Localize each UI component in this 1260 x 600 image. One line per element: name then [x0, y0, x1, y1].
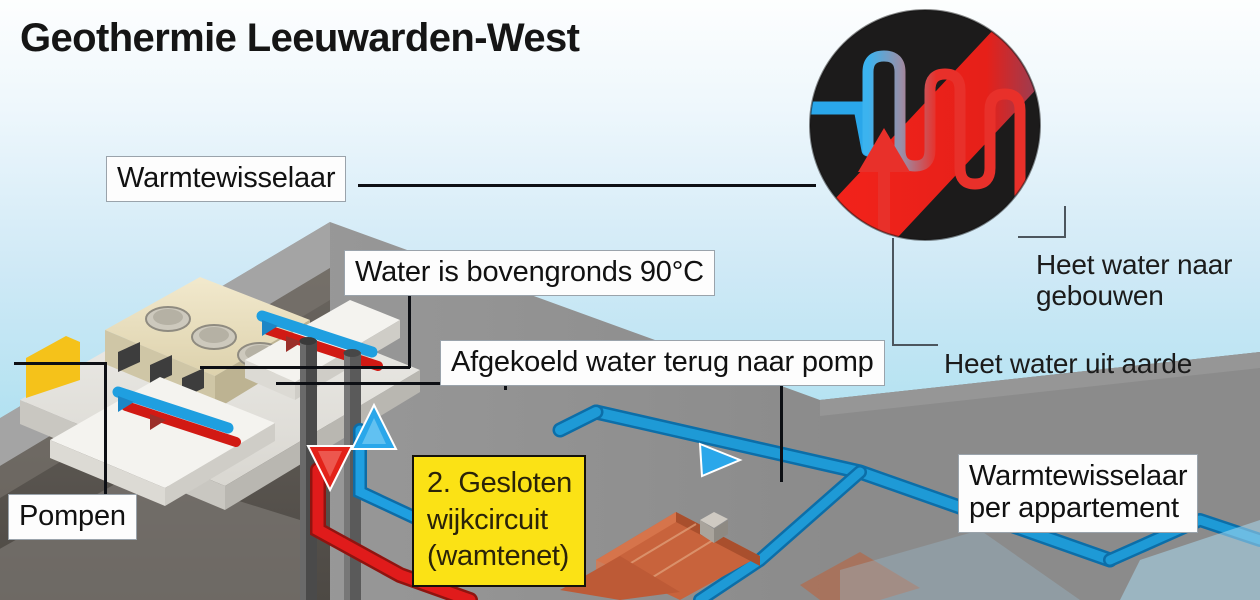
label-gesloten-wijkcircuit-line1: 2. Gesloten	[427, 467, 573, 499]
label-pompen: Pompen	[8, 494, 137, 541]
label-afgekoeld-water: Afgekoeld water terug naar pomp	[440, 340, 885, 387]
cold-return-pipe	[353, 423, 427, 527]
label-heet-water-naar-gebouwen: Heet water naar gebouwen	[1036, 249, 1233, 312]
label-heet-water-naar-gebouwen-line2: gebouwen	[1036, 279, 1164, 311]
label-pompen-text: Pompen	[19, 500, 126, 532]
inset-hot-water-arrow	[858, 128, 910, 240]
leader-water-bovengronds-v	[408, 296, 411, 368]
page-title: Geothermie Leeuwarden-West	[20, 16, 580, 60]
label-gesloten-wijkcircuit-line3: (wamtenet)	[427, 540, 570, 573]
label-gesloten-wijkcircuit-line2: wijkcircuit	[427, 503, 548, 536]
label-warmtewisselaar-per-appartement-line2: per appartement	[969, 492, 1179, 525]
label-warmtewisselaar-per-appartement-line1: Warmtewisselaar	[969, 460, 1188, 492]
label-heet-water-uit-aarde: Heet water uit aarde	[944, 348, 1193, 380]
pump-station	[20, 277, 420, 510]
hot-supply-down-arrow	[306, 445, 354, 493]
leader-water-bovengronds	[200, 366, 410, 369]
house-row-3	[800, 552, 920, 600]
label-warmtewisselaar-per-appartement: Warmtewisselaar per appartement	[958, 454, 1199, 533]
label-water-bovengronds: Water is bovengronds 90°C	[344, 250, 715, 297]
label-water-bovengronds-text: Water is bovengronds 90°C	[355, 256, 704, 288]
district-flow-arrow	[698, 442, 743, 478]
leader-apartment-v	[780, 386, 783, 482]
leader-afgekoeld	[276, 382, 506, 385]
hot-supply-pipe	[310, 462, 478, 600]
leader-heet-naar-gebouwen-v	[1064, 206, 1066, 238]
yellow-equipment	[26, 336, 80, 398]
label-warmtewisselaar: Warmtewisselaar	[106, 156, 347, 203]
heat-exchanger-inset	[809, 9, 1041, 241]
house-row-2	[560, 556, 680, 600]
cold-return-up-arrow	[350, 402, 398, 450]
label-afgekoeld-water-text: Afgekoeld water terug naar pomp	[451, 346, 874, 378]
leader-heet-uit-aarde-v	[892, 238, 894, 344]
leader-heet-uit-aarde-h	[892, 344, 938, 346]
label-gesloten-wijkcircuit: 2. Gesloten wijkcircuit (wamtenet)	[412, 455, 587, 587]
label-heet-water-uit-aarde-text: Heet water uit aarde	[944, 348, 1193, 379]
leader-pompen-v	[104, 362, 107, 510]
leader-warmtewisselaar	[358, 184, 816, 187]
label-heet-water-naar-gebouwen-line1: Heet water naar	[1036, 249, 1233, 280]
leader-heet-naar-gebouwen-h	[1018, 236, 1066, 238]
leader-pompen-h	[14, 362, 106, 365]
houses	[560, 512, 920, 600]
label-warmtewisselaar-text: Warmtewisselaar	[117, 162, 336, 194]
